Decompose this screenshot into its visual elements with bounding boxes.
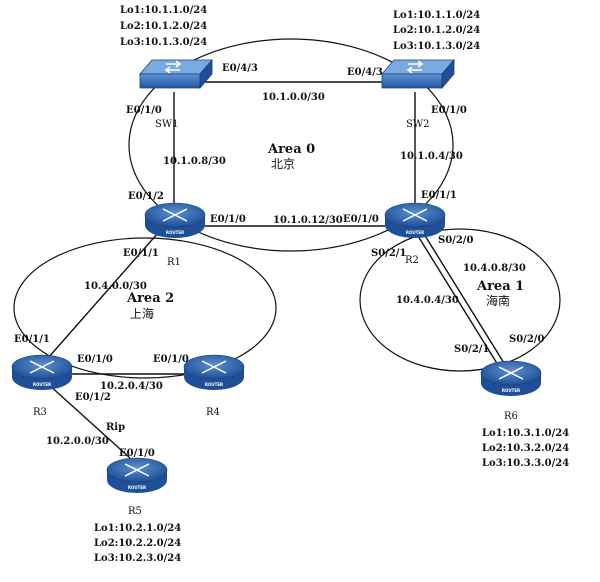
if-r2-e010: E0/1/0 [343,214,379,225]
r1-name: R1 [167,257,181,268]
if-r2-s021: S0/2/1 [371,248,406,259]
net-sw1-sw2: 10.1.0.0/30 [262,92,325,103]
r6-lo1-label: Lo1:10.3.1.0/24 [482,428,569,439]
net-r3-r5: 10.2.0.0/30 [46,436,109,447]
if-r3-e010: E0/1/0 [77,354,113,365]
if-sw2-e010: E0/1/0 [431,105,467,116]
if-r3-e012: E0/1/2 [75,392,111,403]
link-r2-r6-b[interactable] [417,235,499,366]
area2-city: 上海 [130,306,154,321]
router-icon-r5[interactable]: ROUTER [106,457,168,493]
r5-name: R5 [128,506,142,517]
sw1-lo2-label: Lo2:10.1.2.0/24 [120,21,207,32]
router-icon-text: ROUTER [406,230,424,235]
if-sw1-e043: E0/4/3 [222,63,258,74]
router-icon-r6[interactable]: ROUTER [480,360,542,396]
sw1-lo1-label: Lo1:10.1.1.0/24 [120,5,207,16]
area1-city: 海南 [486,293,510,308]
net-r2-r6-a: 10.4.0.8/30 [463,263,526,274]
if-r5-e010: E0/1/0 [119,448,155,459]
sw2-lo2-label: Lo2:10.1.2.0/24 [393,25,480,36]
switch-icon-sw2[interactable] [381,58,455,90]
net-r3-r4: 10.2.0.4/30 [100,381,163,392]
router-icon-text: ROUTER [33,382,51,387]
area1-label: Area 1 [476,279,524,294]
link-r1-r3[interactable] [47,232,159,359]
r4-name: R4 [206,407,220,418]
r5-lo3-label: Lo3:10.2.3.0/24 [94,553,181,564]
r5-lo1-label: Lo1:10.2.1.0/24 [94,523,181,534]
if-r2-e011: E0/1/1 [421,190,457,201]
switch-icon-sw1[interactable] [139,58,213,90]
if-r1-e011: E0/1/1 [123,248,159,259]
router-icon-r3[interactable]: ROUTER [11,354,73,390]
sw2-lo3-label: Lo3:10.1.3.0/24 [393,41,480,52]
router-icon-r2[interactable]: ROUTER [384,202,446,238]
sw2-name: SW2 [406,119,430,130]
r6-lo2-label: Lo2:10.3.2.0/24 [482,443,569,454]
if-r1-e012: E0/1/2 [128,191,164,202]
r6-lo3-label: Lo3:10.3.3.0/24 [482,458,569,469]
area2-ellipse [13,237,277,379]
net-sw1-r1: 10.1.0.8/30 [163,156,226,167]
router-icon-text: ROUTER [205,382,223,387]
net-r2-r6-b: 10.4.0.4/30 [396,295,459,306]
area0-ellipse [128,38,454,252]
if-r4-e010: E0/1/0 [153,354,189,365]
link-r3-r5[interactable] [47,383,131,459]
sw1-name: SW1 [155,119,179,130]
router-icon-r1[interactable]: ROUTER [144,202,206,238]
if-r6-s020: S0/2/0 [509,334,544,345]
router-icon-text: ROUTER [502,388,520,393]
if-sw2-e043: E0/4/3 [347,67,383,78]
if-sw1-e010: E0/1/0 [126,105,162,116]
net-r1-r3: 10.4.0.0/30 [84,281,147,292]
if-r1-e010: E0/1/0 [210,214,246,225]
r3-name: R3 [33,407,47,418]
router-icon-text: ROUTER [166,230,184,235]
r5-lo2-label: Lo2:10.2.2.0/24 [94,538,181,549]
area0-label: Area 0 [267,142,315,157]
sw1-lo3-label: Lo3:10.1.3.0/24 [120,37,207,48]
router-icon-text: ROUTER [128,485,146,490]
if-r6-s021: S0/2/1 [454,344,489,355]
r2-name: R2 [405,255,419,266]
link-r2-r6-a[interactable] [423,233,505,364]
r6-name: R6 [504,411,518,422]
router-icon-r4[interactable]: ROUTER [183,354,245,390]
net-r1-r2: 10.1.0.12/30 [273,215,343,226]
area2-label: Area 2 [126,291,174,306]
rip-label: Rip [106,422,125,433]
if-r2-s020: S0/2/0 [438,235,473,246]
net-sw2-r2: 10.1.0.4/30 [400,151,463,162]
area0-city: 北京 [271,157,295,171]
sw2-lo1-label: Lo1:10.1.1.0/24 [393,10,480,21]
area1-ellipse [359,228,561,372]
if-r3-e011: E0/1/1 [14,334,50,345]
